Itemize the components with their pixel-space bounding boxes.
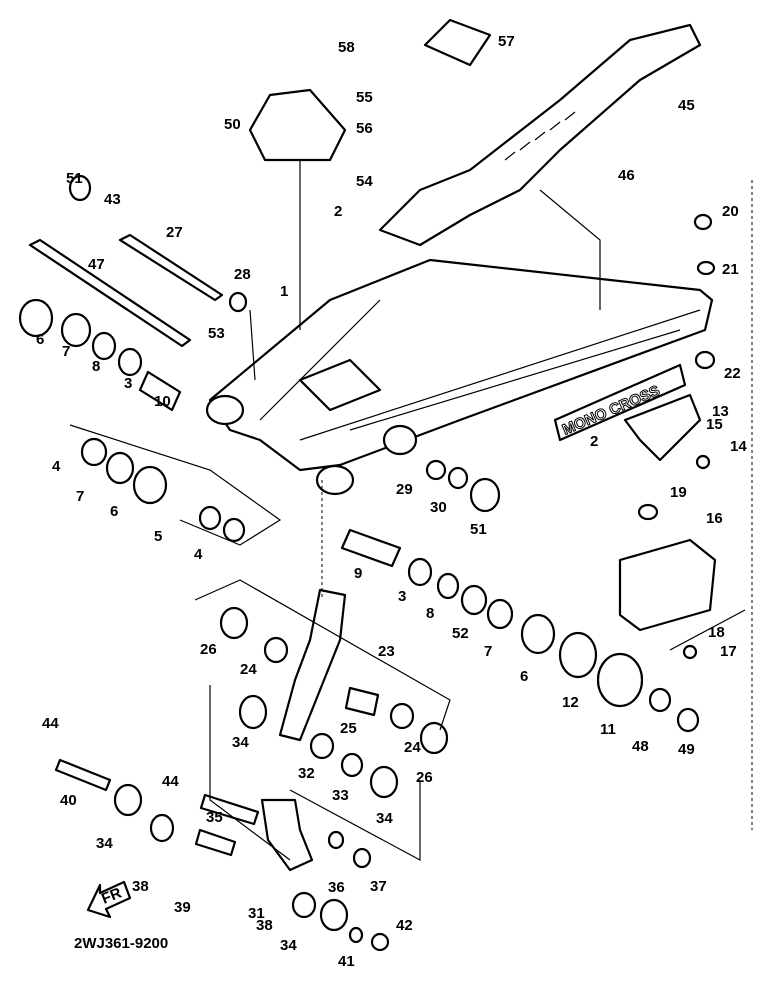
callout-34: 34: [232, 734, 249, 751]
chain-puller-bracket: [618, 538, 717, 632]
swingarm-crossmember: [298, 358, 382, 412]
callout-30: 30: [430, 499, 447, 516]
callout-34: 34: [280, 937, 297, 954]
callout-14: 14: [730, 438, 747, 455]
callout-7: 7: [484, 643, 492, 660]
callout-43: 43: [104, 191, 121, 208]
callout-25: 25: [340, 720, 357, 737]
callout-52: 52: [452, 625, 469, 642]
pivot-boss-right: [315, 464, 355, 496]
callout-6: 6: [110, 503, 118, 520]
mounting-plate: [423, 18, 492, 67]
callout-44: 44: [42, 715, 59, 732]
callout-21: 21: [722, 261, 739, 278]
callout-51: 51: [66, 170, 83, 187]
callout-12: 12: [562, 694, 579, 711]
callout-41: 41: [338, 953, 355, 970]
callout-31: 31: [248, 905, 265, 922]
callout-5: 5: [154, 528, 162, 545]
pivot-boss-left: [205, 394, 245, 426]
callout-55: 55: [356, 89, 373, 106]
axle-bolt: [118, 233, 224, 302]
callout-56: 56: [356, 120, 373, 137]
swingarm: [208, 258, 714, 472]
front-direction-arrow: FR: [86, 880, 132, 919]
chain-guide: [623, 393, 702, 462]
callout-4: 4: [52, 458, 61, 475]
callout-28: 28: [234, 266, 251, 283]
connecting-rod: [260, 798, 314, 872]
svg-text:FR: FR: [99, 884, 124, 907]
callout-58: 58: [338, 39, 355, 56]
callout-24: 24: [404, 739, 421, 756]
callout-32: 32: [298, 765, 315, 782]
relay-arm: [278, 588, 347, 742]
callout-20: 20: [722, 203, 739, 220]
callout-3: 3: [398, 588, 406, 605]
callout-36: 36: [328, 879, 345, 896]
grouping-lines: [69, 160, 753, 862]
callout-23: 23: [378, 643, 395, 660]
callout-34: 34: [96, 835, 113, 852]
callout-2: 2: [334, 203, 342, 220]
callout-26: 26: [416, 769, 433, 786]
callout-4: 4: [194, 546, 203, 563]
callout-3: 3: [124, 375, 132, 392]
callout-47: 47: [88, 256, 105, 273]
callout-1: 1: [280, 283, 288, 300]
callout-22: 22: [724, 365, 741, 382]
shock-mount: [248, 88, 347, 162]
callout-34: 34: [376, 810, 393, 827]
callout-39: 39: [174, 899, 191, 916]
pivot-shaft: [28, 238, 192, 348]
callout-19: 19: [670, 484, 687, 501]
callout-7: 7: [76, 488, 84, 505]
callout-37: 37: [370, 878, 387, 895]
callout-17: 17: [720, 643, 737, 660]
callout-16: 16: [706, 510, 723, 527]
bearings-and-bushings: [18, 174, 716, 952]
callout-54: 54: [356, 173, 373, 190]
mono-cross-emblem: [553, 363, 687, 442]
callout-46: 46: [618, 167, 635, 184]
callout-6: 6: [36, 331, 44, 348]
callout-42: 42: [396, 917, 413, 934]
callout-9: 9: [354, 565, 362, 582]
callout-24: 24: [240, 661, 257, 678]
callout-10: 10: [154, 393, 171, 410]
callout-6: 6: [520, 668, 528, 685]
callout-8: 8: [92, 358, 100, 375]
callout-38: 38: [256, 917, 273, 934]
callout-11: 11: [600, 721, 616, 738]
callout-15: 15: [706, 416, 723, 433]
callout-8: 8: [426, 605, 434, 622]
callout-45: 45: [678, 97, 695, 114]
callout-57: 57: [498, 33, 515, 50]
callout-51: 51: [470, 521, 487, 538]
callout-38: 38: [132, 878, 149, 895]
callout-18: 18: [708, 624, 725, 641]
callout-44: 44: [162, 773, 179, 790]
callout-2: 2: [590, 433, 598, 450]
callout-53: 53: [208, 325, 225, 342]
callout-40: 40: [60, 792, 77, 809]
callout-33: 33: [332, 787, 349, 804]
callout-50: 50: [224, 116, 241, 133]
callout-13: 13: [712, 403, 729, 420]
callout-26: 26: [200, 641, 217, 658]
chain-guard-slots: [504, 111, 576, 161]
callout-27: 27: [166, 224, 183, 241]
callout-35: 35: [206, 809, 223, 826]
chain-guard: [378, 23, 702, 247]
callout-29: 29: [396, 481, 413, 498]
callout-48: 48: [632, 738, 649, 755]
part-code: 2WJ361-9200: [74, 935, 168, 952]
callout-7: 7: [62, 343, 70, 360]
callout-49: 49: [678, 741, 695, 758]
